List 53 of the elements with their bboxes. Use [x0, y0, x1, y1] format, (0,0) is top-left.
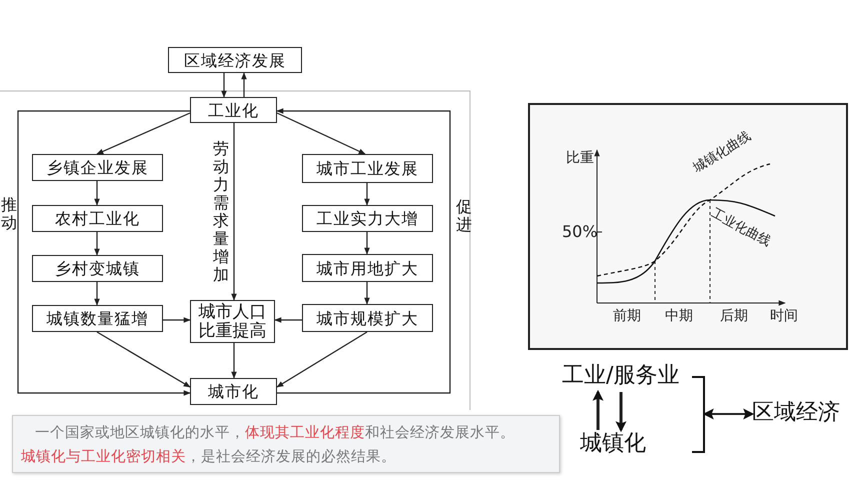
- process-box: 区域经济发展: [168, 47, 302, 73]
- arrow: [231, 123, 237, 301]
- arrow: [94, 282, 100, 306]
- process-box: 城市化: [190, 378, 277, 405]
- process-box: 工业实力大增: [302, 205, 433, 232]
- term-label: 城镇化: [580, 430, 646, 458]
- arrow: [96, 331, 191, 388]
- note-text: 和社会经济发展水平。: [365, 425, 515, 441]
- arrow: [702, 408, 754, 420]
- highlighted-text: 城镇化与工业化密切相关: [21, 449, 186, 465]
- process-box: 城市规模扩大: [302, 304, 433, 332]
- arrow: [364, 282, 370, 305]
- arrow: [274, 317, 302, 323]
- arrow: [231, 343, 237, 379]
- arrow: [163, 317, 191, 323]
- arrow: [276, 331, 368, 388]
- curve-label: 工业化曲线: [708, 206, 774, 251]
- arrow: [364, 183, 370, 206]
- arrow: [96, 112, 190, 155]
- curve-label: 城镇化曲线: [690, 128, 754, 177]
- edge-label: 劳动力需求量增加: [213, 140, 229, 284]
- bracket: [692, 376, 705, 453]
- edge-label: 推动: [1, 196, 17, 232]
- arrow: [17, 110, 191, 396]
- tick-label: 前期: [613, 308, 641, 324]
- process-box: 城市人口比重提高: [190, 300, 275, 343]
- process-box: 乡村变城镇: [32, 255, 163, 282]
- arrow: [616, 392, 626, 432]
- tick-label: 50%: [562, 224, 598, 240]
- term-label: 工业/服务业: [562, 362, 680, 390]
- arrow: [276, 108, 451, 394]
- arrow: [221, 73, 227, 98]
- arrow: [364, 232, 370, 255]
- highlighted-text: 体现其工业化程度: [245, 425, 365, 441]
- note-text: ，是社会经济发展的必然结果。: [186, 449, 396, 465]
- arrow: [94, 181, 100, 206]
- process-box: 城市用地扩大: [302, 254, 433, 282]
- arrow: [241, 72, 247, 97]
- process-box: 工业化: [190, 97, 277, 123]
- tick-label: 后期: [720, 308, 748, 324]
- process-box: 城镇数量猛增: [32, 305, 163, 332]
- process-box: 城市工业发展: [302, 154, 433, 183]
- process-box: 乡镇企业发展: [32, 154, 163, 181]
- tick-label: 中期: [665, 308, 693, 324]
- arrow: [592, 390, 604, 430]
- axis-label: 时间: [770, 308, 798, 324]
- axis-label: 比重: [566, 150, 594, 166]
- edge-label: 促进: [456, 198, 472, 234]
- arrow: [94, 232, 100, 256]
- arrow: [276, 112, 366, 155]
- process-box: 农村工业化: [32, 205, 163, 232]
- note-text: 一个国家或地区城镇化的水平，: [34, 425, 245, 441]
- term-label: 区域经济: [752, 399, 840, 427]
